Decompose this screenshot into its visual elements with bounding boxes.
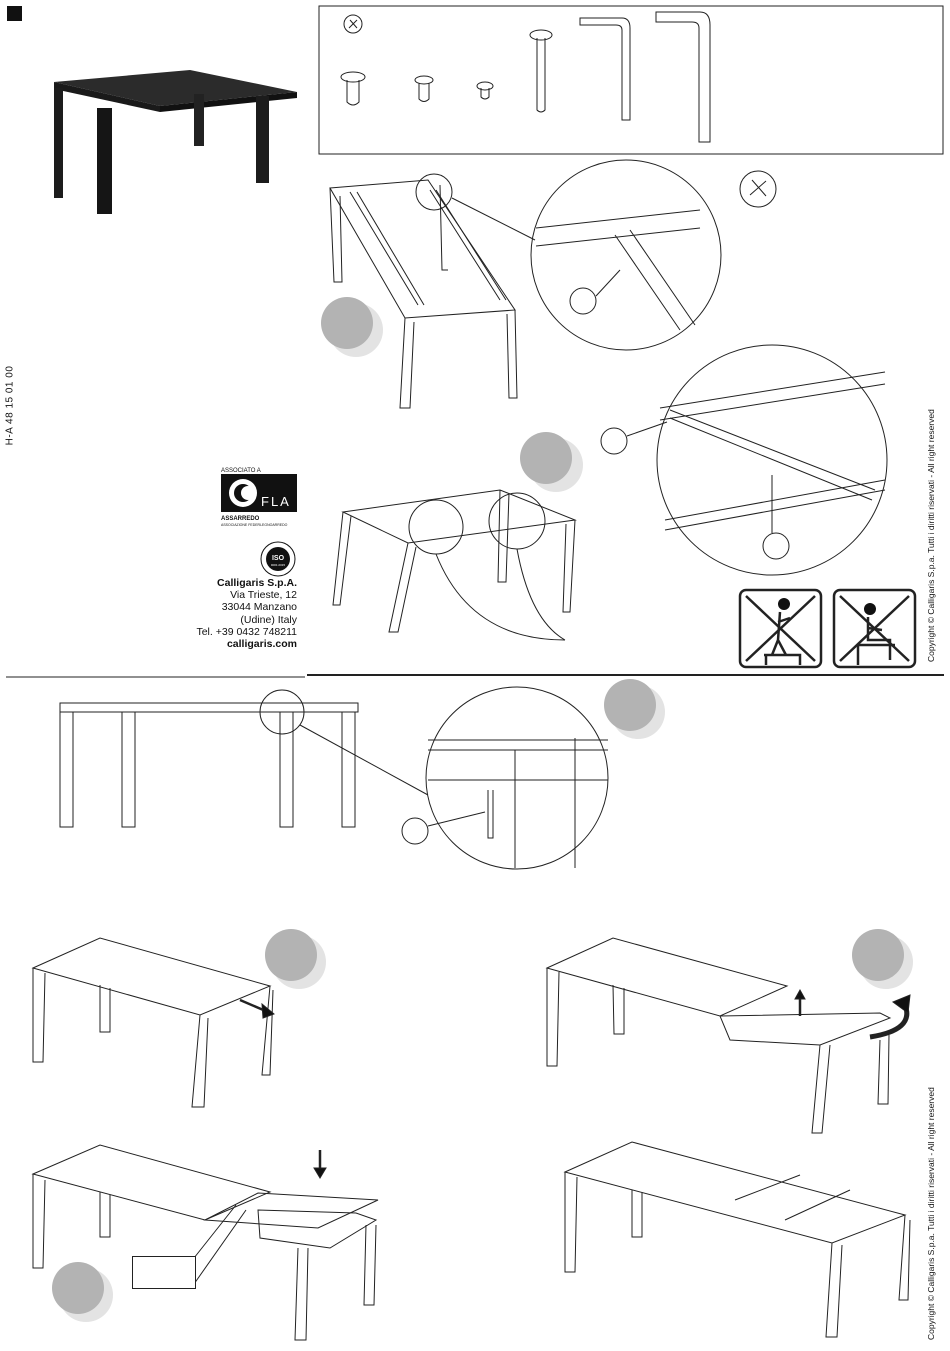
company-region: (Udine) Italy	[240, 613, 297, 626]
certification-logos: ASSOCIATO A FLA ASSARREDO ASSOCIAZIONE F…	[200, 466, 300, 582]
note-box	[132, 1256, 196, 1289]
product-photo	[54, 70, 297, 214]
iso-seal: ISO 9001:2015	[260, 541, 296, 577]
company-info: Calligaris S.p.A. Via Trieste, 12 33044 …	[160, 577, 297, 650]
step-circles	[52, 297, 913, 1322]
fla-sub-label: ASSARREDO	[221, 516, 260, 522]
iso-sub-label: 9001:2015	[271, 563, 286, 567]
step3-frame	[59, 686, 609, 870]
fla-sub2-label: ASSOCIAZIONE FEDERLEGNOARREDO	[221, 523, 288, 527]
company-phone: Tel. +39 0432 748211	[196, 625, 297, 638]
step5-table	[545, 937, 911, 1134]
company-name: Calligaris S.p.A.	[217, 577, 297, 589]
fla-logo: ASSOCIATO A FLA ASSARREDO ASSOCIAZIONE F…	[221, 468, 297, 527]
company-city: 33044 Manzano	[221, 601, 297, 614]
step7-table	[563, 1141, 911, 1338]
hardware-box	[318, 5, 944, 155]
step4-table	[31, 937, 275, 1108]
warning-pictograms	[738, 588, 917, 669]
iso-label: ISO	[272, 555, 285, 562]
step1-frame	[329, 159, 777, 409]
company-website[interactable]: calligaris.com	[226, 638, 297, 651]
step2-frame	[332, 344, 888, 641]
fla-top-label: ASSOCIATO A	[221, 468, 261, 474]
fla-mark: FLA	[261, 494, 291, 509]
header-marker	[7, 6, 22, 21]
company-street: Via Trieste, 12	[230, 589, 297, 602]
step6-table	[31, 1144, 379, 1341]
